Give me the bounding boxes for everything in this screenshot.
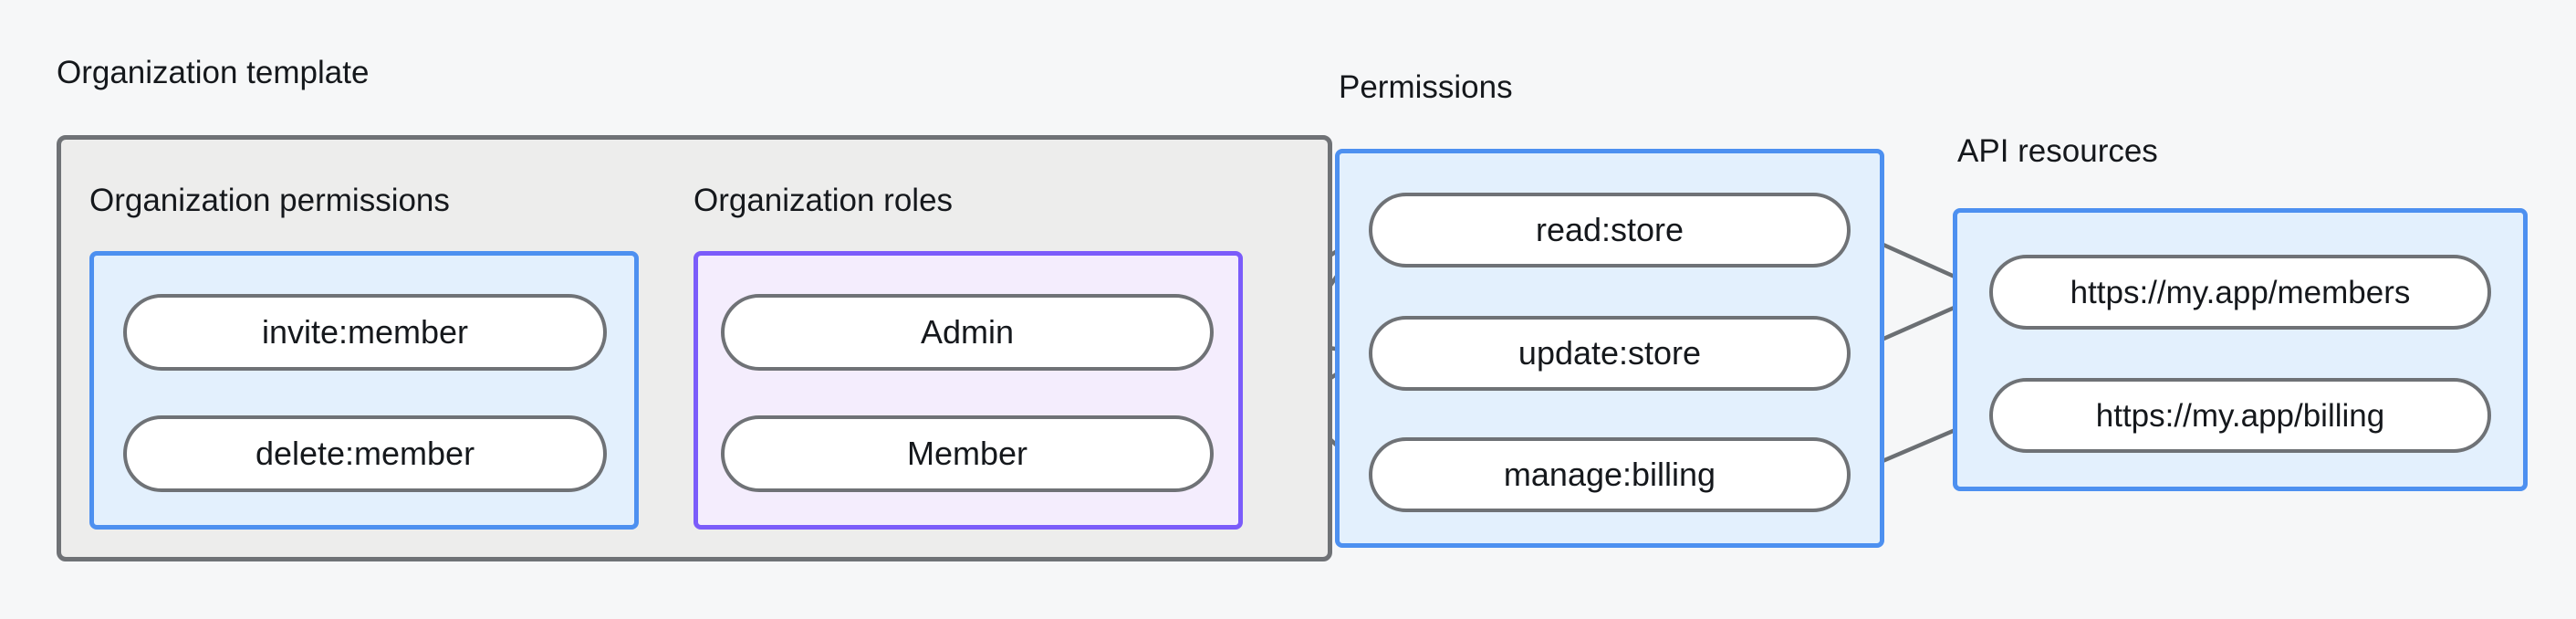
node-update-store[interactable]: update:store	[1369, 316, 1851, 391]
organization-template-label: Organization template	[57, 55, 370, 90]
permissions-label: Permissions	[1339, 69, 1513, 105]
node-delete-member[interactable]: delete:member	[123, 415, 607, 492]
node-manage-billing[interactable]: manage:billing	[1369, 437, 1851, 512]
node-members-url[interactable]: https://my.app/members	[1989, 255, 2491, 330]
organization-roles-label: Organization roles	[694, 183, 954, 218]
organization-permissions-label: Organization permissions	[89, 183, 450, 218]
node-admin[interactable]: Admin	[721, 294, 1214, 371]
node-billing-url[interactable]: https://my.app/billing	[1989, 378, 2491, 453]
node-member[interactable]: Member	[721, 415, 1214, 492]
api-resources-label: API resources	[1957, 133, 2158, 169]
node-read-store[interactable]: read:store	[1369, 193, 1851, 268]
node-invite-member[interactable]: invite:member	[123, 294, 607, 371]
